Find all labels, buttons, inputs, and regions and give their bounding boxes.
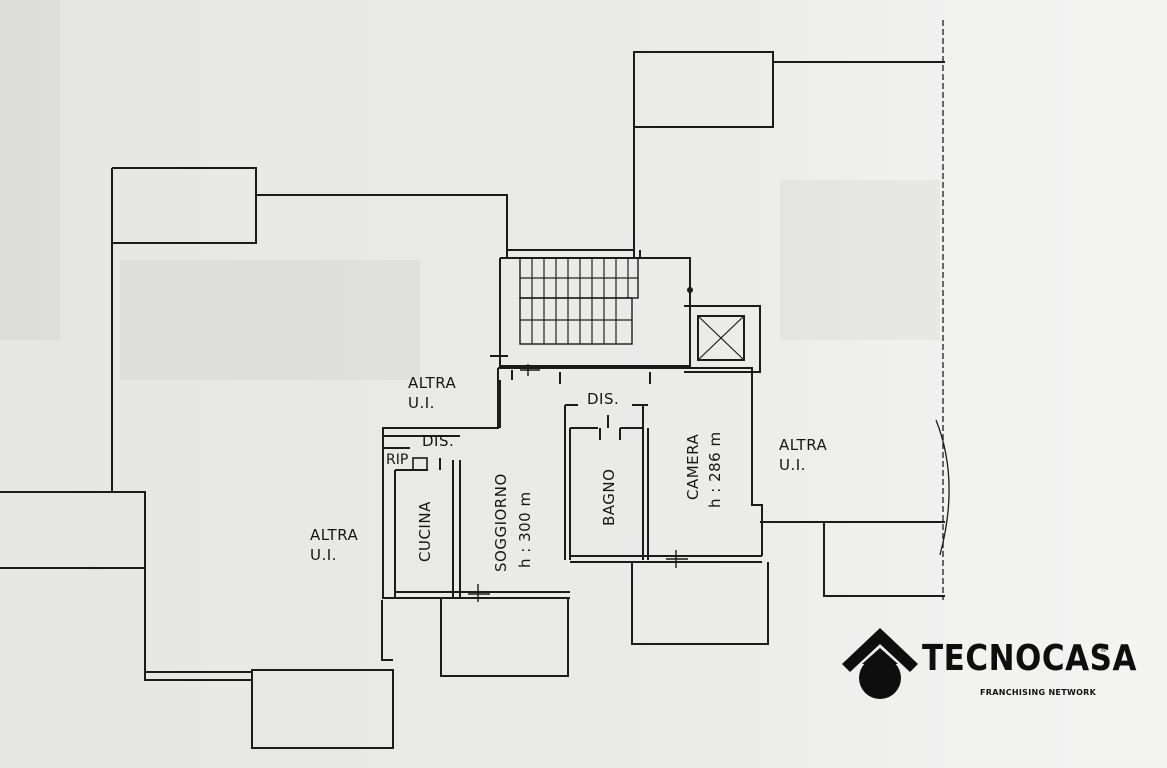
label-dis-main: DIS. bbox=[587, 390, 619, 408]
apartment bbox=[382, 364, 763, 602]
elevator-shaft bbox=[684, 305, 761, 373]
registered-mark: ® bbox=[1100, 646, 1107, 654]
brand-tagline: FRANCHISING NETWORK bbox=[980, 688, 1097, 697]
scan-texture bbox=[0, 0, 940, 380]
label-altra-ui-north-1: ALTRA bbox=[408, 374, 457, 392]
label-cucina: CUCINA bbox=[416, 501, 434, 562]
label-altra-ui-west-1: ALTRA bbox=[310, 526, 359, 544]
house-roof-icon bbox=[842, 628, 918, 699]
stairwell bbox=[490, 250, 693, 367]
balconies bbox=[440, 562, 769, 677]
room-labels: ALTRA U.I. ALTRA U.I. ALTRA U.I. DIS. DI… bbox=[310, 374, 828, 572]
label-bagno: BAGNO bbox=[600, 469, 618, 526]
label-camera-height: h : 286 m bbox=[706, 431, 724, 508]
label-altra-ui-west-2: U.I. bbox=[310, 546, 337, 564]
label-altra-ui-east-2: U.I. bbox=[779, 456, 806, 474]
label-soggiorno-height: h : 300 m bbox=[516, 491, 534, 568]
tecnocasa-logo: TECNOCASA ® FRANCHISING NETWORK bbox=[838, 624, 1136, 706]
label-dis-small: DIS. bbox=[422, 432, 454, 450]
label-camera: CAMERA bbox=[684, 434, 702, 500]
label-rip: RIP bbox=[386, 452, 408, 468]
label-altra-ui-north-2: U.I. bbox=[408, 394, 435, 412]
brand-name: TECNOCASA bbox=[922, 638, 1137, 680]
building-outline bbox=[0, 20, 950, 749]
label-soggiorno: SOGGIORNO bbox=[492, 473, 510, 572]
label-altra-ui-east-1: ALTRA bbox=[779, 436, 828, 454]
